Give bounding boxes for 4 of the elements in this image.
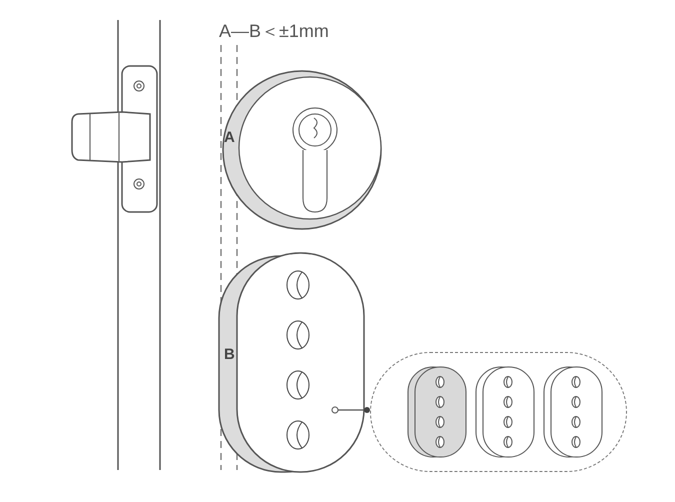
part-label: A: [224, 128, 235, 148]
part-label: B: [224, 345, 235, 365]
tolerance-label: A—B＜±1mm: [219, 20, 329, 43]
leader-line: [332, 406, 370, 414]
